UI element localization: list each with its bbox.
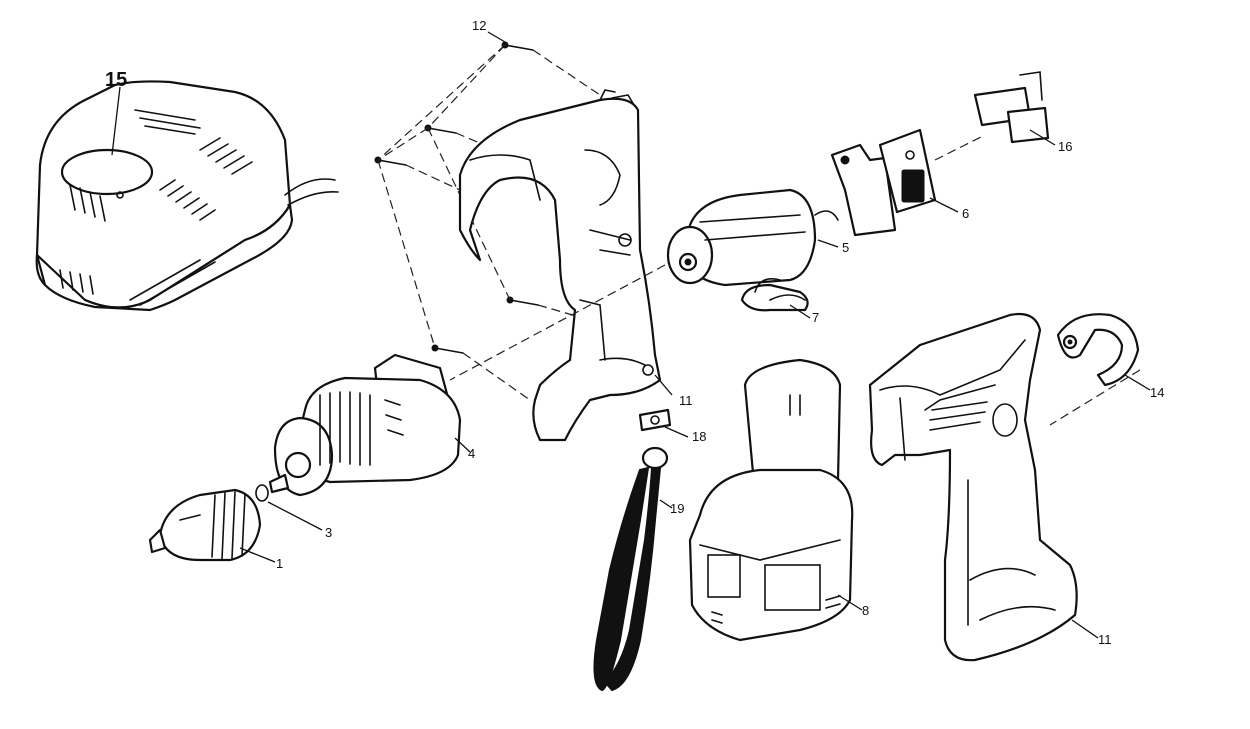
callout-3: 3	[325, 525, 332, 540]
callout-14: 14	[1150, 385, 1164, 400]
belt-clip	[1049, 313, 1141, 426]
callout-8: 8	[862, 603, 869, 618]
o-ring	[255, 484, 269, 502]
motor	[449, 188, 839, 381]
callout-6: 6	[962, 206, 969, 221]
callout-16: 16	[1058, 139, 1072, 154]
hand-strap	[593, 408, 672, 692]
battery-pack	[688, 358, 854, 642]
callout-15: 15	[105, 69, 127, 91]
callout-11-upper: 11	[679, 393, 693, 408]
battery-charger	[35, 80, 339, 312]
callout-1: 1	[276, 556, 283, 571]
trigger-switch	[830, 128, 986, 237]
contact-plates	[973, 71, 1050, 144]
callout-5: 5	[842, 240, 849, 255]
drill-chuck	[148, 488, 262, 562]
callout-12: 12	[472, 18, 486, 33]
housing-half	[458, 89, 662, 442]
callout-18: 18	[692, 429, 706, 444]
gearbox	[268, 353, 462, 497]
callout-11-lower: 11	[1098, 632, 1112, 647]
callout-19: 19	[670, 501, 684, 516]
callout-4: 4	[468, 446, 475, 461]
housing-shell	[868, 312, 1078, 662]
callout-7: 7	[812, 310, 819, 325]
wire-clip	[740, 278, 809, 312]
leader-lines	[111, 31, 1151, 639]
